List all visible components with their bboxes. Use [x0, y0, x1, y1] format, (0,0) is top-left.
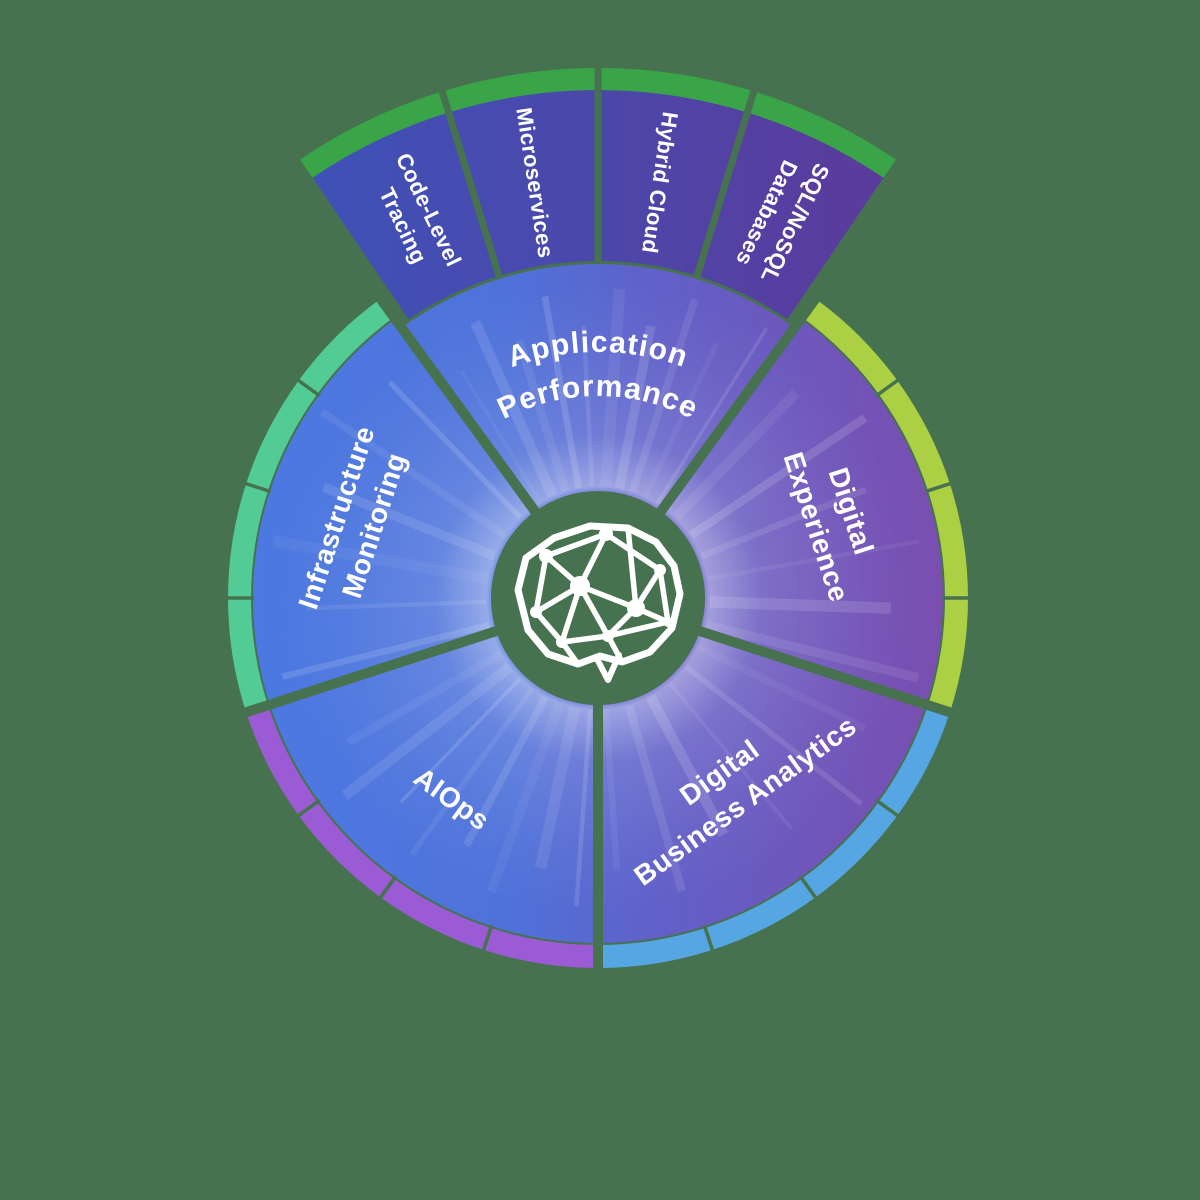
- light-ray: [341, 662, 513, 800]
- light-ray: [387, 380, 523, 520]
- light-ray: [470, 319, 558, 498]
- light-ray: [642, 342, 720, 498]
- light-ray: [700, 486, 868, 560]
- light-ray: [672, 389, 800, 522]
- wheel-rims: [224, 298, 972, 968]
- brain-outline: [514, 522, 684, 668]
- fan-segment-sql-nosql-databases: [697, 112, 884, 320]
- brain-nodes: [530, 527, 673, 648]
- fan-rim-hybrid-cloud: [598, 68, 754, 113]
- light-ray: [709, 596, 892, 614]
- light-ray: [306, 599, 487, 611]
- light-ray: [319, 408, 508, 539]
- light-ray: [281, 621, 491, 680]
- light-ray: [346, 650, 504, 746]
- light-ray: [645, 694, 729, 838]
- rim-infrastructure-monitoring: [228, 298, 394, 713]
- light-ray: [624, 704, 687, 893]
- rim-digital-experience: [802, 298, 968, 713]
- segment-dividers: [235, 287, 961, 978]
- light-ray: [600, 288, 626, 487]
- light-ray: [463, 695, 549, 847]
- rim-tick-dividers: [224, 376, 972, 955]
- light-ray: [581, 325, 595, 487]
- light-ray: [515, 339, 570, 493]
- light-ray: [697, 643, 867, 732]
- fan-rim-microservices: [442, 68, 598, 113]
- light-ray: [629, 298, 699, 493]
- fan-rim-sql-nosql-databases: [747, 91, 896, 178]
- light-ray: [574, 709, 593, 907]
- light-ray: [409, 686, 535, 857]
- light-ray: [541, 296, 582, 489]
- fan-rim-code-level-tracing: [300, 91, 449, 178]
- light-ray: [460, 369, 542, 503]
- light-ray: [486, 701, 565, 894]
- fan-segment-code-level-tracing: [312, 112, 499, 320]
- rim-digital-business-analytics: [598, 705, 950, 968]
- rim-aiops: [246, 705, 598, 968]
- light-ray: [668, 682, 793, 830]
- fan-group: [300, 61, 896, 320]
- light-ray: [707, 539, 920, 581]
- light-ray: [273, 535, 489, 585]
- light-ray: [655, 327, 768, 504]
- light-ray: [705, 620, 920, 683]
- brain-connections: [533, 525, 671, 667]
- light-ray: [614, 325, 656, 490]
- light-ray: [321, 482, 496, 561]
- light-ray: [399, 677, 522, 804]
- light-ray: [684, 664, 863, 806]
- light-ray: [534, 706, 581, 870]
- light-ray: [688, 414, 868, 539]
- fan-dividers: [436, 61, 760, 284]
- brain-stem: [593, 652, 622, 683]
- light-ray: [602, 709, 621, 870]
- brain-network-icon: [514, 522, 684, 683]
